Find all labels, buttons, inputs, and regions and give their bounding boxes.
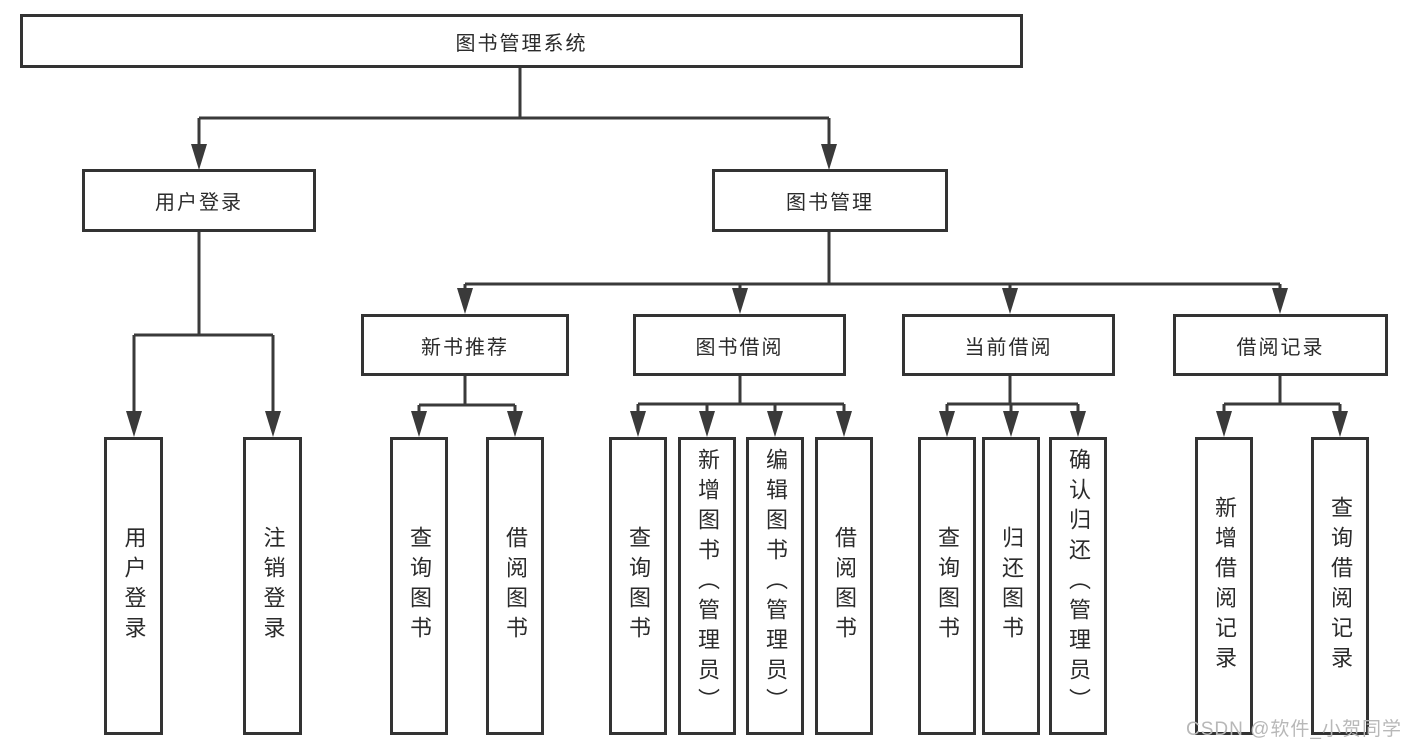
- leaf-recommend-borrow-books: 借阅图书: [486, 437, 544, 735]
- node-current-borrowing: 当前借阅: [902, 314, 1115, 376]
- leaf-borrowing-query-books-label: 查询图书: [626, 526, 651, 646]
- leaf-add-books-admin-label: 新增图书（管理员）: [695, 448, 720, 718]
- node-new-book-recommend: 新书推荐: [361, 314, 569, 376]
- leaf-add-borrow-record-label: 新增借阅记录: [1212, 496, 1237, 676]
- node-user-login: 用户登录: [82, 169, 316, 232]
- leaf-add-books-admin: 新增图书（管理员）: [678, 437, 736, 735]
- leaf-return-books: 归还图书: [982, 437, 1040, 735]
- leaf-user-login: 用户登录: [104, 437, 163, 735]
- leaf-user-login-label: 用户登录: [121, 526, 147, 646]
- leaf-query-borrow-record: 查询借阅记录: [1311, 437, 1369, 735]
- leaf-confirm-return-admin-label: 确认归还（管理员）: [1066, 448, 1091, 718]
- leaf-return-books-label: 归还图书: [999, 526, 1024, 646]
- node-book-management: 图书管理: [712, 169, 948, 232]
- node-borrowing-records: 借阅记录: [1173, 314, 1388, 376]
- leaf-confirm-return-admin: 确认归还（管理员）: [1049, 437, 1107, 735]
- node-library-management-system: 图书管理系统: [20, 14, 1023, 68]
- leaf-current-query-books: 查询图书: [918, 437, 976, 735]
- leaf-logout-login-label: 注销登录: [260, 526, 286, 646]
- leaf-recommend-borrow-books-label: 借阅图书: [503, 526, 528, 646]
- leaf-edit-books-admin-label: 编辑图书（管理员）: [763, 448, 788, 718]
- leaf-borrowing-borrow-books: 借阅图书: [815, 437, 873, 735]
- leaf-edit-books-admin: 编辑图书（管理员）: [746, 437, 804, 735]
- arrowhead-icons: [126, 144, 1348, 437]
- leaf-recommend-query-books-label: 查询图书: [407, 526, 432, 646]
- leaf-recommend-query-books: 查询图书: [390, 437, 448, 735]
- leaf-borrowing-query-books: 查询图书: [609, 437, 667, 735]
- leaf-query-borrow-record-label: 查询借阅记录: [1328, 496, 1353, 676]
- leaf-borrowing-borrow-books-label: 借阅图书: [832, 526, 857, 646]
- watermark: CSDN @软件_小贺同学: [1186, 719, 1402, 740]
- node-book-borrowing: 图书借阅: [633, 314, 846, 376]
- leaf-add-borrow-record: 新增借阅记录: [1195, 437, 1253, 735]
- leaf-logout-login: 注销登录: [243, 437, 302, 735]
- leaf-current-query-books-label: 查询图书: [935, 526, 960, 646]
